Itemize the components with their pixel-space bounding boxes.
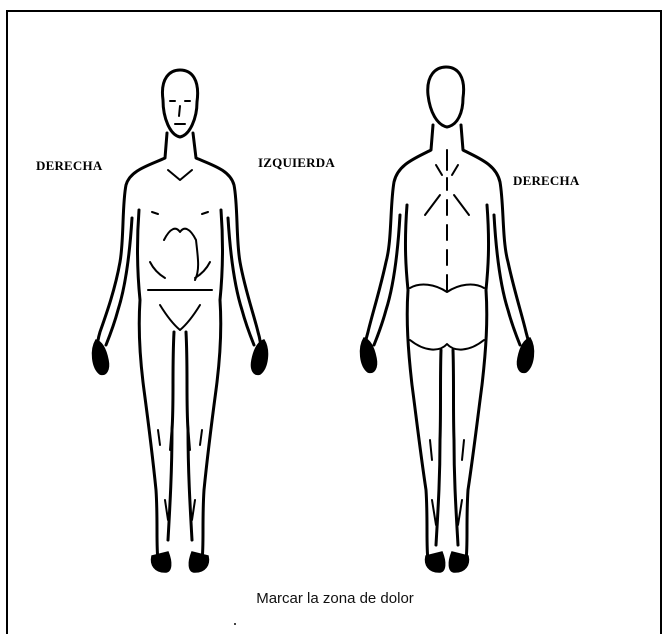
back-body-outline bbox=[361, 67, 534, 572]
back-right-label: DERECHA bbox=[513, 173, 579, 189]
caption-mark-pain-area: Marcar la zona de dolor bbox=[0, 590, 670, 607]
small-dot bbox=[234, 623, 236, 625]
front-body-outline bbox=[93, 70, 268, 572]
front-right-label: DERECHA bbox=[36, 158, 102, 174]
front-left-label: IZQUIERDA bbox=[258, 155, 335, 171]
